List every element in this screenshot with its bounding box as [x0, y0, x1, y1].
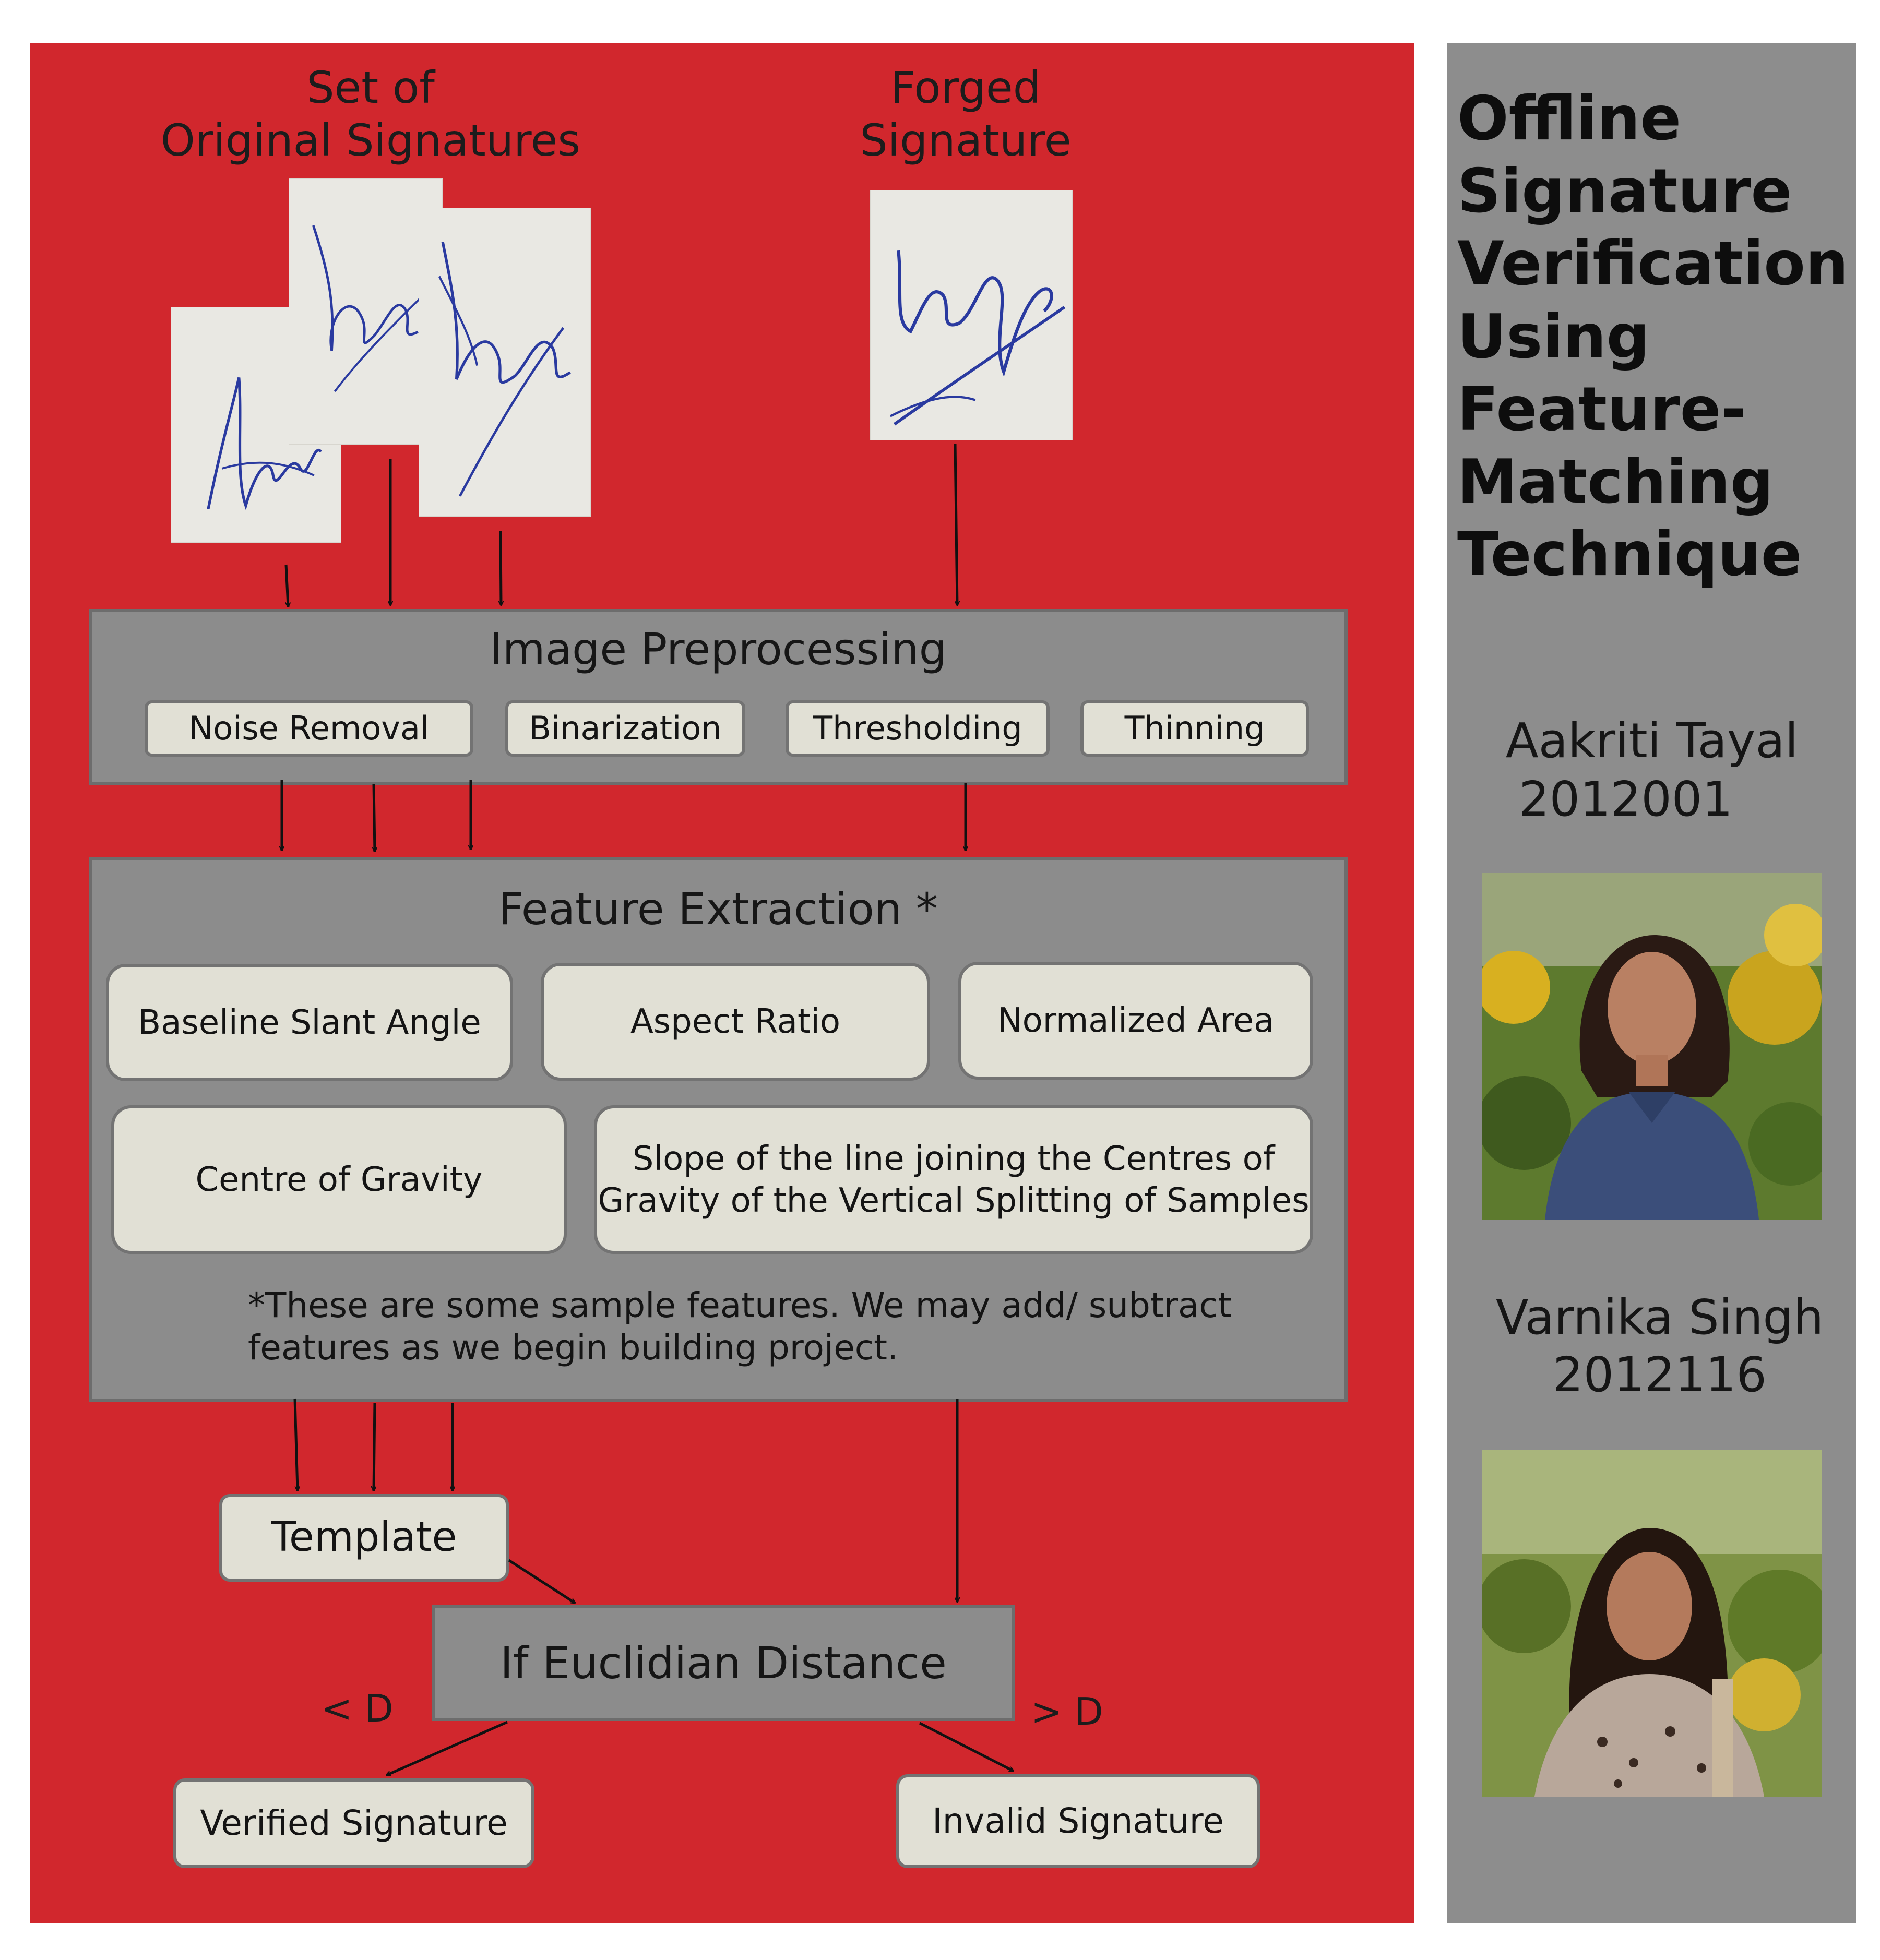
- euclidian-distance-box: If Euclidian Distance: [432, 1605, 1015, 1721]
- forged-signature-heading: Forged Signature: [860, 62, 1072, 166]
- author-id-2: 2012116: [1553, 1347, 1767, 1403]
- verified-signature-box: Verified Signature: [173, 1778, 534, 1868]
- image-preprocessing-box: Image Preprocessing: [89, 609, 1348, 785]
- invalid-signature-box: Invalid Signature: [896, 1774, 1260, 1868]
- feature-slope-centres-of-gravity: Slope of the line joining the Centres of…: [594, 1105, 1313, 1254]
- original-signature-image-3: [419, 208, 591, 517]
- step-noise-removal: Noise Removal: [145, 700, 473, 757]
- forged-signature-image: [870, 190, 1073, 440]
- feature-extraction-title: Feature Extraction *: [498, 883, 938, 935]
- author-photo-1: [1482, 873, 1822, 1220]
- image-preprocessing-title: Image Preprocessing: [489, 624, 947, 675]
- author-photo-2: [1482, 1450, 1822, 1797]
- original-signature-image-2: [289, 178, 443, 445]
- poster-title: Offline Signature Verification Using Fea…: [1457, 83, 1849, 590]
- feature-aspect-ratio: Aspect Ratio: [541, 963, 930, 1081]
- greater-than-d-label: > D: [1031, 1690, 1103, 1734]
- feature-centre-of-gravity: Centre of Gravity: [111, 1105, 567, 1254]
- author-name-1: Aakriti Tayal: [1505, 713, 1799, 769]
- author-id-1: 2012001: [1519, 771, 1733, 827]
- step-thresholding: Thresholding: [786, 700, 1050, 757]
- step-thinning: Thinning: [1080, 700, 1309, 757]
- feature-baseline-slant-angle: Baseline Slant Angle: [106, 964, 513, 1081]
- original-signatures-heading: Set of Original Signatures: [160, 62, 581, 166]
- less-than-d-label: < D: [321, 1687, 394, 1730]
- step-binarization: Binarization: [505, 700, 745, 757]
- author-name-2: Varnika Singh: [1495, 1289, 1824, 1345]
- template-box: Template: [219, 1494, 509, 1582]
- feature-normalized-area: Normalized Area: [958, 962, 1313, 1080]
- euclidian-distance-label: If Euclidian Distance: [500, 1638, 947, 1689]
- feature-note: *These are some sample features. We may …: [248, 1285, 1232, 1368]
